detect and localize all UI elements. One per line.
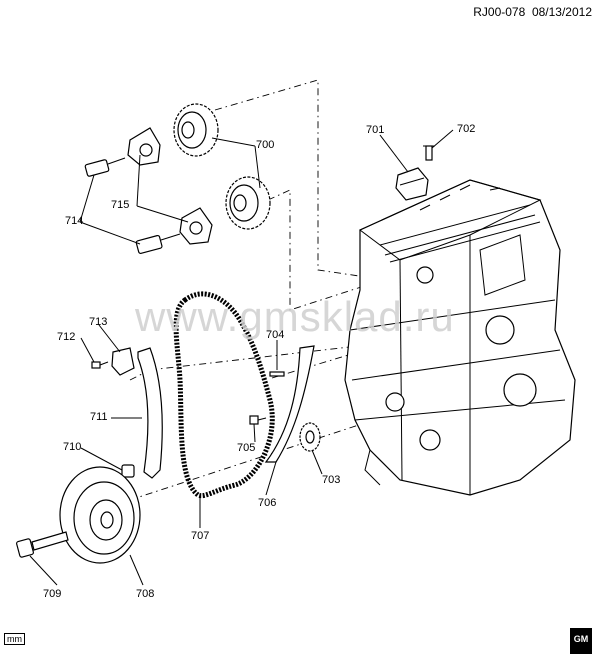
callout-701: 701: [366, 124, 385, 136]
callout-711: 711: [90, 411, 108, 423]
watermark: www.gmsklad.ru: [135, 293, 455, 340]
callout-705: 705: [237, 442, 256, 454]
callout-714: 714: [65, 215, 84, 227]
callout-713: 713: [89, 316, 108, 328]
camshaft-sprocket-lower-icon: [225, 176, 271, 230]
bracket-icon: [395, 167, 429, 201]
callout-704: 704: [266, 329, 285, 341]
callout-712: 712: [57, 331, 76, 343]
doc-date: 08/13/2012: [531, 5, 592, 19]
callout-700: 700: [256, 139, 275, 151]
doc-id: RJ00-078: [473, 5, 526, 19]
stud-icon: [269, 371, 285, 377]
callout-707: 707: [191, 530, 210, 542]
callout-710: 710: [63, 441, 82, 453]
leader-lines: [29, 129, 454, 586]
unit-label: mm: [4, 633, 25, 645]
gm-logo-icon: GM: [570, 628, 592, 654]
bolt-709-icon: [16, 531, 69, 558]
callout-702: 702: [457, 123, 476, 135]
crankshaft-sprocket-icon: [299, 422, 321, 452]
bolt-705-icon: [249, 415, 267, 425]
camshaft-sprocket-upper-icon: [173, 103, 219, 157]
diagram-header: RJ00-078 08/13/2012: [473, 5, 592, 19]
bolt-710-icon: [121, 464, 135, 478]
callout-715: 715: [111, 199, 130, 211]
callout-709: 709: [43, 588, 62, 600]
callout-703: 703: [322, 474, 341, 486]
tensioner-icon: [111, 347, 135, 376]
bolt-702-icon: [423, 145, 435, 161]
engine-block-icon: [344, 179, 576, 496]
actuator-cover-icon: [127, 127, 213, 245]
bolt-714-icon: [84, 157, 181, 255]
callout-706: 706: [258, 497, 277, 509]
callout-708: 708: [136, 588, 155, 600]
bolt-712-icon: [91, 361, 109, 369]
tensioner-guide-icon: [137, 347, 163, 479]
balancer-pulley-icon: [59, 466, 141, 564]
